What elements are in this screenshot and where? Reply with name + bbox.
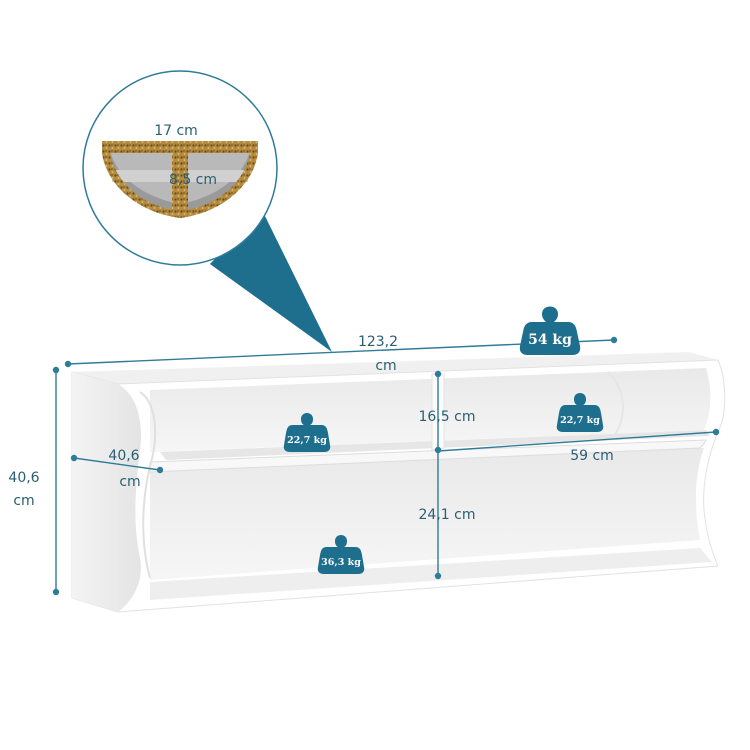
stand-top	[72, 352, 718, 384]
weight-total-label: 54 kg	[528, 332, 572, 348]
weight-badge-total: 54 kg	[519, 306, 581, 355]
board-edge-divider	[172, 141, 188, 215]
weight-badge-upper-left: 22,7 kg	[283, 413, 331, 452]
weight-icon	[283, 413, 331, 452]
weight-icon	[317, 535, 365, 574]
stand-left-side	[72, 372, 142, 612]
tv-stand	[71, 352, 726, 613]
weight-badge-upper-right: 22,7 kg	[556, 393, 604, 432]
inset-width-label: 17 cm	[154, 123, 198, 139]
board-edge-curve	[102, 153, 258, 218]
inset-thickness-label: 8,5 cm	[169, 172, 217, 188]
weight-upper-right-label: 22,7 kg	[560, 415, 600, 426]
cross-section-callout: 17 cm 8,5 cm	[82, 70, 332, 352]
weight-badge-bottom: 36,3 kg	[317, 535, 365, 574]
lower-shelf-height-label: 24,1 cm	[419, 507, 476, 523]
weight-bottom-label: 36,3 kg	[321, 557, 361, 568]
depth-value: 40,6	[108, 448, 139, 464]
compartment-width-label: 59 cm	[570, 448, 614, 464]
weight-upper-left-label: 22,7 kg	[287, 435, 327, 446]
callout-pointer	[210, 210, 332, 352]
weight-icon	[519, 306, 581, 355]
dimension-lines	[52, 336, 720, 596]
cross-section-view	[102, 141, 258, 218]
height-value: 40,6	[8, 470, 39, 486]
upper-shelf-height-label: 16,5 cm	[419, 409, 476, 425]
total-width-value: 123,2	[358, 334, 398, 350]
depth-unit: cm	[119, 474, 140, 490]
bottom-shelf-floor	[150, 548, 712, 600]
weight-icon	[556, 393, 604, 432]
height-unit: cm	[13, 493, 34, 509]
total-width-unit: cm	[375, 358, 396, 374]
middle-shelf	[149, 439, 707, 473]
